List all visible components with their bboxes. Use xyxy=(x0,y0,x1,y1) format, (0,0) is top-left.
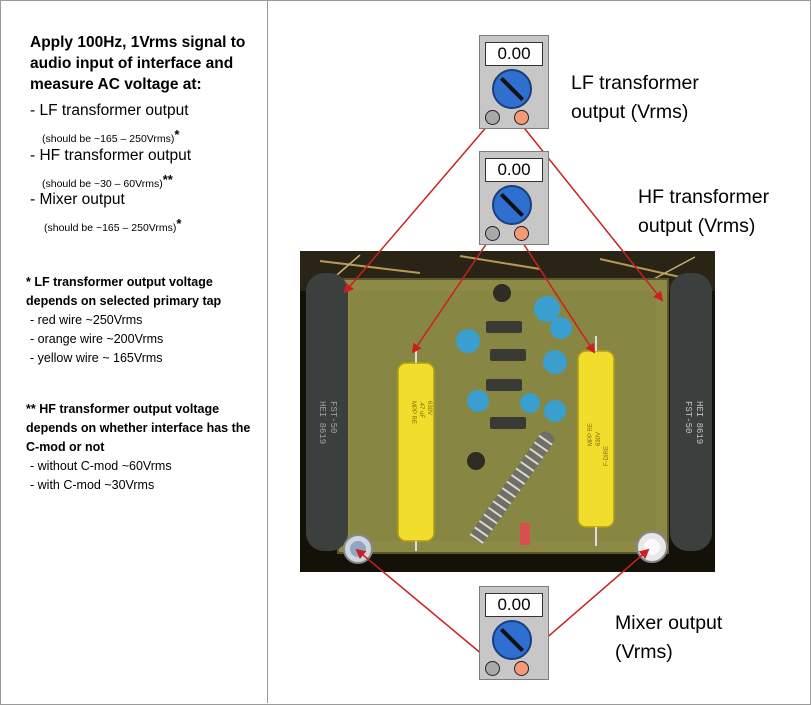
item-lf-note: (should be ~165 – 250Vrms)* xyxy=(42,127,179,145)
res-right-marking: HEI 8619 xyxy=(694,401,704,444)
footnote-hf-line: - with C-mod ~30Vrms xyxy=(30,478,155,492)
crossover-board-photo: HEI 8619 FST-50 HEI 8619 FST-50 MPP RE .… xyxy=(300,251,715,572)
item-mixer-range: (should be ~165 – 250Vrms) xyxy=(44,222,177,234)
item-hf-mark: ** xyxy=(162,172,173,187)
footnote-lf-line: - yellow wire ~ 165Vrms xyxy=(30,351,163,365)
item-hf-note: (should be ~30 – 60Vrms)** xyxy=(42,172,173,190)
res-left-marking: FST-50 xyxy=(328,401,338,433)
com-jack-icon xyxy=(485,661,500,676)
label-mixer: Mixer output (Vrms) xyxy=(615,609,722,667)
cap-left-marking: .47 uF xyxy=(418,401,424,418)
label-hf-line: output (Vrms) xyxy=(638,215,756,237)
label-hf: HF transformer output (Vrms) xyxy=(638,183,769,241)
cap-right-marking: F-DIRE xyxy=(604,446,610,466)
item-hf-range: (should be ~30 – 60Vrms) xyxy=(42,178,163,190)
volt-jack-icon xyxy=(514,226,529,241)
cap-left-marking: MPP RE xyxy=(410,401,416,424)
volt-jack-icon xyxy=(514,661,529,676)
column-divider xyxy=(267,0,268,703)
meter-display: 0.00 xyxy=(485,42,543,66)
volt-jack-icon xyxy=(514,110,529,125)
label-lf: LF transformer output (Vrms) xyxy=(571,69,699,127)
res-right-marking: FST-50 xyxy=(683,401,693,433)
dial-knob-icon xyxy=(492,69,532,109)
item-mixer-mark: * xyxy=(176,216,182,231)
label-mixer-line: (Vrms) xyxy=(615,641,673,663)
meter-display: 0.00 xyxy=(485,158,543,182)
footnote-hf: ** HF transformer output voltage depends… xyxy=(26,400,262,495)
multimeter-mixer: 0.00 xyxy=(479,586,549,680)
label-mixer-line: Mixer output xyxy=(615,612,723,634)
item-lf-label: - LF transformer output xyxy=(30,102,189,119)
cap-right-marking: 630V xyxy=(596,432,602,446)
footnote-hf-line: - without C-mod ~60Vrms xyxy=(30,459,172,473)
item-lf-mark: * xyxy=(174,127,180,142)
dial-knob-icon xyxy=(492,185,532,225)
item-hf-label: - HF transformer output xyxy=(30,147,192,164)
wire-hf-v xyxy=(520,239,596,354)
footnote-lf: * LF transformer output voltage depends … xyxy=(26,273,262,368)
res-left-marking: HEI 8619 xyxy=(317,401,327,444)
footnote-hf-heading: ** HF transformer output voltage depends… xyxy=(26,402,251,454)
wire-lf-com xyxy=(343,123,490,294)
dial-knob-icon xyxy=(492,620,532,660)
multimeter-lf: 0.00 xyxy=(479,35,549,129)
wire-hf-com xyxy=(411,239,490,354)
instructions-heading: Apply 100Hz, 1Vrms signal to audio input… xyxy=(30,34,246,93)
cap-right-marking: MPP RE xyxy=(588,423,594,446)
footnote-lf-line: - orange wire ~200Vrms xyxy=(30,332,164,346)
label-hf-line: HF transformer xyxy=(638,186,770,208)
item-mixer-label: - Mixer output xyxy=(30,191,125,208)
item-lf-range: (should be ~165 – 250Vrms) xyxy=(42,133,175,145)
wire-mixer-com xyxy=(355,548,490,661)
label-lf-line: LF transformer xyxy=(571,72,699,94)
com-jack-icon xyxy=(485,226,500,241)
multimeter-hf: 0.00 xyxy=(479,151,549,245)
com-jack-icon xyxy=(485,110,500,125)
label-lf-line: output (Vrms) xyxy=(571,101,689,123)
item-mixer-note: (should be ~165 – 250Vrms)* xyxy=(44,216,181,234)
meter-display: 0.00 xyxy=(485,593,543,617)
cap-left-marking: 630V xyxy=(426,401,432,415)
footnote-lf-heading: * LF transformer output voltage depends … xyxy=(26,275,222,308)
footnote-lf-line: - red wire ~250Vrms xyxy=(30,313,143,327)
